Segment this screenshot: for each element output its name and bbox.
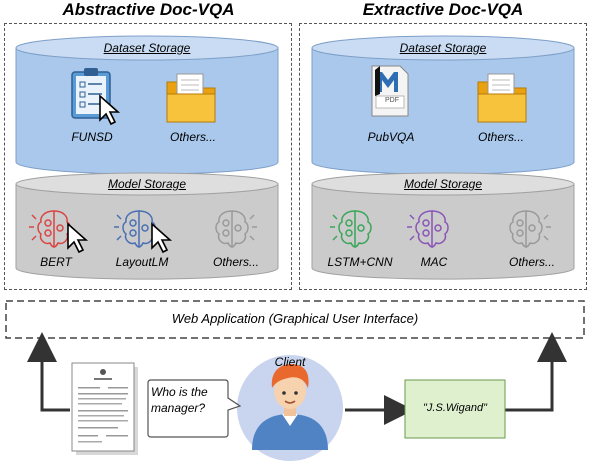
arrow-answer-to-app — [505, 332, 567, 412]
funsd-label: FUNSD — [71, 130, 113, 144]
brain-icon — [407, 210, 449, 248]
extractive-title: Extractive Doc-VQA — [362, 0, 524, 19]
extractive-model-title: Model Storage — [403, 177, 483, 191]
layoutlm-label: LayoutLM — [115, 255, 169, 269]
abstractive-model-cylinder — [15, 172, 279, 280]
folder-icon — [477, 73, 527, 123]
answer-text: "J.S.Wigand" — [423, 402, 487, 414]
abstractive-dataset-cylinder — [15, 35, 279, 175]
abstractive-title: Abstractive Doc-VQA — [62, 0, 235, 19]
pubvqa-label: PubVQA — [367, 130, 415, 144]
speech-bubble — [147, 379, 242, 438]
extractive-panel — [299, 23, 587, 290]
arrow-doc-to-app — [27, 332, 70, 412]
answer-box — [404, 379, 506, 439]
extractive-model-cylinder — [311, 172, 575, 280]
client-label: Client — [274, 355, 306, 369]
folder-icon — [166, 73, 216, 123]
brain-icon — [215, 210, 257, 248]
brain-icon — [330, 210, 372, 248]
brain-icon — [509, 210, 551, 248]
bert-label: BERT — [40, 255, 72, 269]
pdf-badge: PDF — [385, 97, 399, 104]
abstractive-panel — [4, 23, 292, 290]
pdf-icon — [371, 65, 409, 117]
abstractive-model-others-label: Others... — [212, 255, 259, 269]
cursor-icon — [67, 222, 89, 254]
abstractive-model-title: Model Storage — [107, 177, 187, 191]
mac-label: MAC — [420, 255, 448, 269]
web-app-box — [5, 300, 585, 339]
extractive-dataset-others-label: Others... — [477, 130, 524, 144]
brain-icon — [29, 210, 71, 248]
cursor-icon — [99, 94, 121, 126]
brain-icon — [114, 210, 156, 248]
cursor-icon — [151, 222, 173, 254]
lstm-cnn-label: LSTM+CNN — [327, 255, 393, 269]
web-app-label[interactable]: Web Application (Graphical User Interfac… — [171, 311, 419, 326]
question-text: Who is the manager? — [151, 385, 208, 415]
extractive-model-others-label: Others... — [508, 255, 555, 269]
extractive-dataset-title: Dataset Storage — [399, 41, 487, 55]
person-icon — [252, 364, 328, 450]
abstractive-dataset-title: Dataset Storage — [103, 41, 191, 55]
extractive-dataset-cylinder — [311, 35, 575, 175]
abstractive-dataset-others-label: Others... — [169, 130, 216, 144]
document-icon — [71, 362, 138, 455]
